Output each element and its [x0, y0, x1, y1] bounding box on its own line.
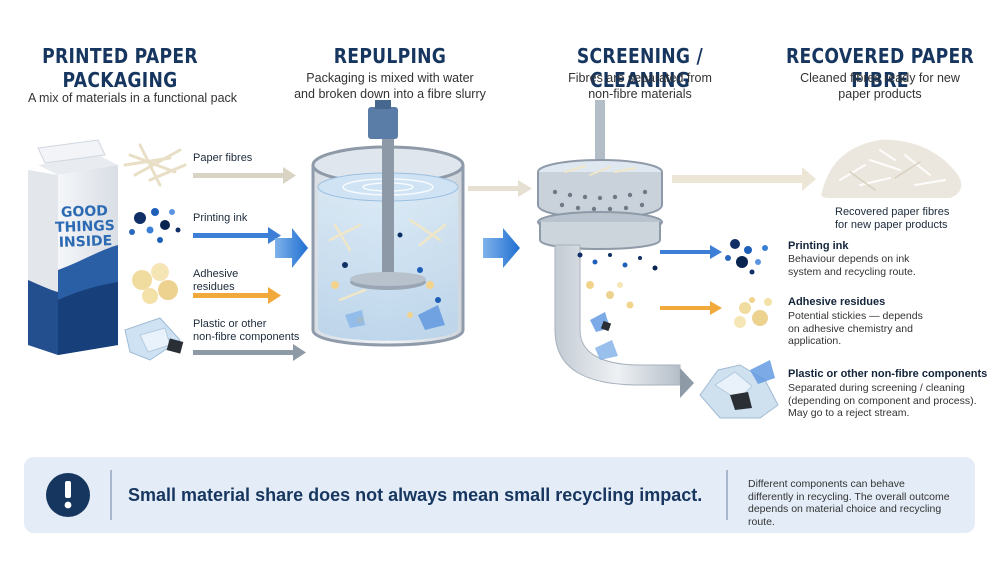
adhesive-residues-icon: [132, 263, 178, 304]
input-label-printing-ink: Printing ink: [193, 212, 248, 224]
stage-title-line: RECOVERED PAPER FIBRE: [786, 44, 974, 92]
label-line: Adhesive: [193, 268, 239, 280]
desc-line: system and recycling route.: [788, 265, 916, 278]
label-line: for new paper products: [835, 219, 948, 231]
subtitle-line: Fibres are separated from: [568, 71, 712, 85]
stage-title-line: PACKAGING: [62, 68, 178, 92]
desc-line: Separated during screening / cleaning: [788, 382, 965, 394]
packaging-carton-icon: [28, 139, 118, 355]
stage-title-line: PRINTED PAPER: [42, 44, 198, 68]
fibre-output-arrow: [672, 167, 816, 191]
stage-subtitle-recovered: Cleaned fibres ready for new paper produ…: [780, 70, 980, 102]
note-line: depends on material choice and recycling…: [748, 503, 942, 528]
note-line: Different components can behave: [748, 478, 905, 490]
fibre-flow-arrow-1: [468, 180, 532, 197]
plastic-output-arrow: [680, 368, 694, 398]
output-plastic-title: Plastic or other non-fibre components: [788, 368, 988, 380]
adhesive-input-arrow: [193, 287, 281, 304]
output-ink-desc: Behaviour depends on ink system and recy…: [788, 253, 916, 278]
recovered-fibre-pile-icon: [821, 139, 962, 198]
stage-subtitle-packaging: A mix of materials in a functional pack: [27, 91, 238, 105]
plastic-components-icon: [124, 317, 184, 361]
exclamation-icon: [46, 473, 90, 517]
output-fibre-label: Recovered paper fibres for new paper pro…: [835, 206, 949, 232]
desc-line: Behaviour depends on ink: [788, 253, 910, 265]
label-line: Plastic or other: [193, 318, 267, 330]
input-label-adhesive: Adhesive residues: [193, 268, 238, 294]
stage-title-packaging: PRINTED PAPER PACKAGING: [34, 44, 206, 92]
desc-line: (depending on component and process).: [788, 394, 977, 407]
packaging-text-line: INSIDE: [58, 233, 113, 251]
packaging-text: GOOD THINGS INSIDE: [49, 203, 121, 251]
stage-subtitle-repulping: Packaging is mixed with water and broken…: [280, 70, 500, 102]
reject-particles: [577, 252, 658, 360]
fibre-input-arrow: [193, 167, 296, 184]
plastic-input-arrow: [193, 344, 306, 361]
adhesive-output-arrow: [660, 301, 722, 315]
repulping-tank-icon: [311, 100, 465, 347]
subtitle-line: paper products: [838, 87, 922, 101]
screening-unit-icon: [537, 100, 681, 386]
label-line: residues: [193, 281, 235, 293]
paper-fibres-icon: [123, 143, 187, 187]
desc-line: on adhesive chemistry and: [788, 322, 913, 335]
stage-title-line: REPULPING: [333, 44, 447, 68]
subtitle-line: Cleaned fibres ready for new: [800, 71, 960, 85]
desc-line: application.: [788, 335, 842, 347]
big-arrow-2: [483, 228, 520, 268]
stage-title-recovered: RECOVERED PAPER FIBRE: [777, 44, 983, 92]
stage-title-line: SCREENING / CLEANING: [576, 44, 704, 92]
subtitle-line: Packaging is mixed with water: [306, 71, 474, 85]
subtitle-line: non-fibre materials: [588, 87, 692, 101]
key-message-banner: [24, 457, 975, 533]
output-adhesive-desc: Potential stickies — depends on adhesive…: [788, 310, 923, 348]
adhesive-particles-icon: [734, 297, 772, 328]
desc-line: May go to a reject stream.: [788, 407, 910, 419]
ink-output-arrow: [660, 245, 722, 259]
ink-input-arrow: [193, 227, 281, 244]
input-label-plastic: Plastic or other non-fibre components: [193, 318, 299, 344]
label-line: non-fibre components: [193, 331, 300, 343]
note-line: differently in recycling. The overall ou…: [748, 490, 950, 503]
output-plastic-desc: Separated during screening / cleaning (d…: [788, 382, 977, 420]
desc-line: Potential stickies — depends: [788, 310, 923, 322]
stage-title-repulping: REPULPING: [304, 44, 476, 68]
output-ink-title: Printing ink: [788, 240, 849, 252]
stage-subtitle-screening: Fibres are separated from non-fibre mate…: [540, 70, 740, 102]
output-adhesive-title: Adhesive residues: [788, 296, 886, 308]
printing-ink-icon: [129, 208, 181, 243]
subtitle-line: and broken down into a fibre slurry: [294, 87, 486, 101]
stage-title-screening: SCREENING / CLEANING: [537, 44, 743, 92]
big-arrow-1: [275, 228, 308, 268]
banner-note: Different components can behave differen…: [748, 478, 968, 528]
ink-particles-icon: [725, 239, 768, 275]
plastic-reject-pile-icon: [699, 360, 779, 419]
input-label-paper-fibres: Paper fibres: [193, 152, 253, 164]
label-line: Recovered paper fibres: [835, 206, 950, 218]
banner-message: Small material share does not always mea…: [128, 485, 703, 505]
